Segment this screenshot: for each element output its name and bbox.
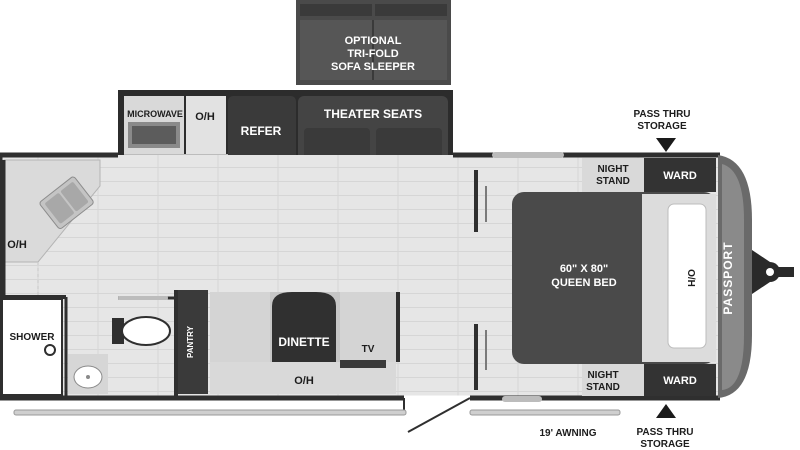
bedroom [474,158,716,396]
bed-oh-label: O/H [685,269,696,287]
night-stand-top [582,158,644,192]
night-stand-bottom [582,364,644,396]
night-stand-bottom-label-2: STAND [586,382,620,393]
shower [1,298,63,396]
window-top [492,152,564,158]
dinette-area [178,290,400,394]
awning [13,409,621,416]
tv-label: TV [362,344,375,355]
entry-door [403,395,471,433]
ward-top-label: WARD [663,170,697,182]
wardrobe-top [644,158,716,192]
kitchen-overhead [186,96,226,154]
kitchen-oh-label: O/H [195,111,215,123]
refrigerator [228,96,296,164]
bed-size-label: 60" X 80" [560,263,608,275]
labels: OPTIONAL TRI-FOLD SOFA SLEEPER MICROWAVE… [7,35,735,450]
dinette-label: DINETTE [278,335,329,349]
ward-bottom-label: WARD [663,375,697,387]
pantry [178,290,208,394]
tv [340,360,386,368]
sofa-sleeper [296,0,451,85]
sofa-label-1: OPTIONAL [345,35,402,47]
shower-label: SHOWER [10,332,56,343]
microwave-label: MICROWAVE [127,109,183,119]
pass-thru-arrow-bottom [656,404,676,418]
pass-thru-bottom-label-2: STORAGE [640,439,690,450]
night-stand-top-label-1: NIGHT [597,164,628,175]
refer-label: REFER [241,124,282,138]
dinette-table [272,292,336,362]
hitch [752,250,794,294]
dinette-oh-label: O/H [294,375,314,387]
brand-label: PASSPORT [721,241,735,314]
pass-thru-top-label-2: STORAGE [637,121,687,132]
night-stand-bottom-label-1: NIGHT [587,370,618,381]
sofa-label-2: TRI-FOLD [347,48,398,60]
sofa-label-3: SOFA SLEEPER [331,61,415,73]
bed-overhead [667,203,707,349]
rear-kitchen [2,159,101,296]
pass-thru-arrow-top [656,138,676,152]
window-bottom [502,396,542,402]
awning-label: 19' AWNING [539,428,596,439]
bathroom [0,290,178,398]
bed-type-label: QUEEN BED [551,277,616,289]
theater-seats-label: THEATER SEATS [324,107,422,121]
wardrobe-bottom [644,364,716,396]
pass-thru-top-label-1: PASS THRU [633,109,690,120]
front-oh-label: O/H [7,239,27,251]
pass-thru-bottom-label-1: PASS THRU [636,427,693,438]
night-stand-top-label-2: STAND [596,176,630,187]
pantry-label: PANTRY [186,325,195,358]
